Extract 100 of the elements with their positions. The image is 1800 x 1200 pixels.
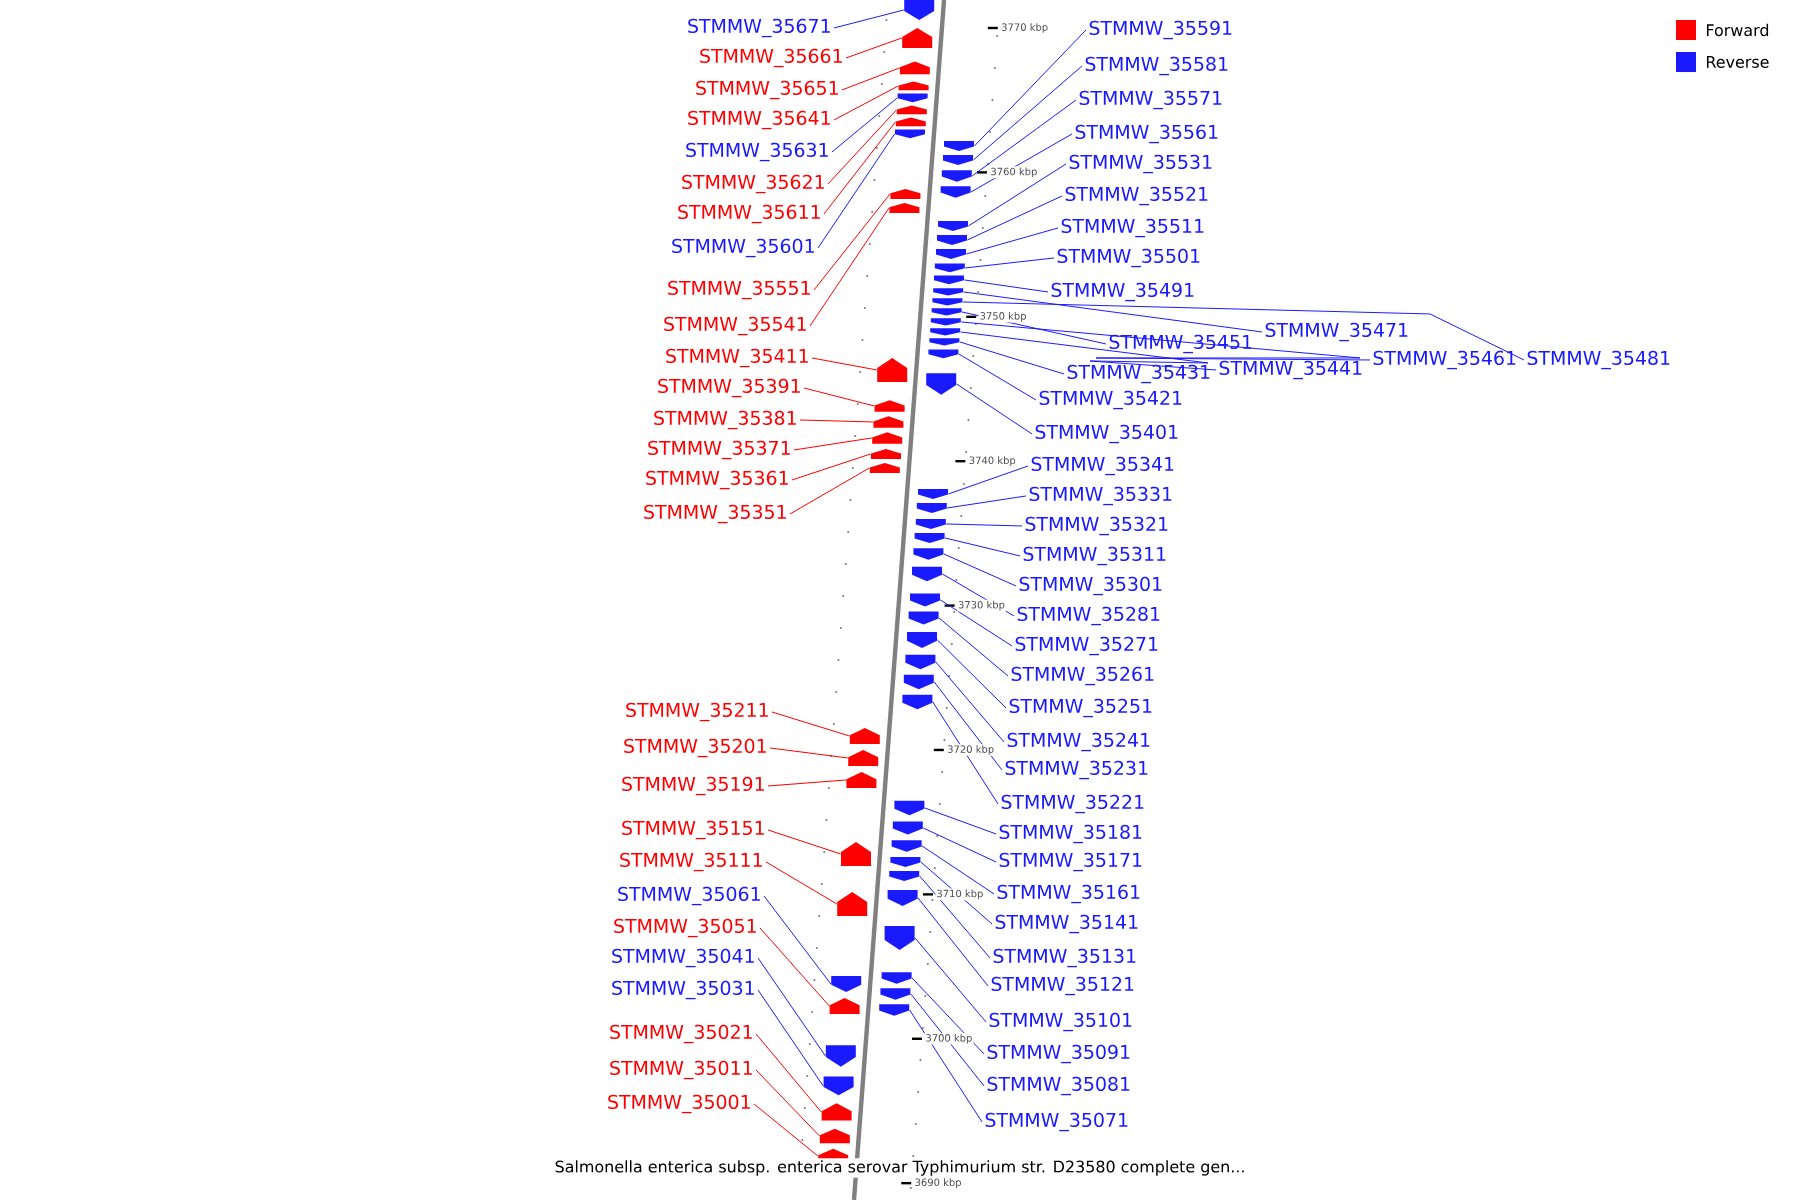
leader-line: [921, 845, 995, 895]
gene-label: STMMW_35101: [989, 1012, 1132, 1032]
gene-block: [941, 170, 972, 182]
gene-block: [904, 0, 935, 20]
gene-block: [823, 1076, 854, 1096]
gene-block: [899, 61, 930, 75]
gene-block: [905, 654, 936, 670]
leader-line: [972, 65, 1083, 161]
gene-block: [936, 248, 966, 259]
gene-label: STMMW_35461: [1373, 350, 1516, 370]
leader-line: [793, 437, 873, 451]
gene-block: [819, 1128, 850, 1144]
gene-label: STMMW_35151: [622, 820, 764, 840]
gene-label: STMMW_35501: [1057, 248, 1200, 268]
leader-line: [809, 207, 890, 327]
gene-block: [871, 448, 901, 459]
gene-block: [879, 1004, 910, 1016]
gene-block: [910, 593, 940, 607]
leader-line: [946, 495, 1027, 509]
gene-label: STMMW_35371: [648, 440, 790, 460]
gene-label: STMMW_35481: [1527, 350, 1670, 370]
leader-line: [965, 227, 1059, 255]
gene-label: STMMW_35361: [646, 470, 788, 490]
leader-line: [827, 109, 897, 185]
gene-label: STMMW_35191: [622, 776, 764, 796]
leader-line: [769, 747, 849, 759]
gene-label: STMMW_35171: [999, 852, 1142, 872]
gene-block: [937, 234, 967, 245]
gene-label: STMMW_35511: [1061, 218, 1204, 238]
gene-block: [931, 308, 962, 316]
gene-label: STMMW_35621: [682, 174, 824, 194]
gene-label: STMMW_35551: [668, 280, 810, 300]
leader-line: [791, 453, 872, 481]
leader-line: [910, 993, 985, 1087]
gene-block: [884, 925, 915, 950]
gene-block: [897, 93, 928, 103]
leader-line: [966, 195, 1063, 241]
leader-line: [767, 779, 847, 787]
gene-label: STMMW_35561: [1075, 124, 1218, 144]
gene-label: STMMW_35331: [1029, 486, 1172, 506]
gene-label: STMMW_35571: [1079, 90, 1222, 110]
gene-block: [869, 462, 900, 473]
leader-line: [759, 927, 830, 1007]
gene-block: [938, 220, 968, 231]
leader-line: [938, 617, 1009, 677]
leader-line: [964, 257, 1055, 269]
gene-block: [849, 727, 880, 744]
leader-line: [919, 875, 991, 959]
gene-label: STMMW_35141: [995, 914, 1138, 934]
gene-label: STMMW_35491: [1051, 282, 1194, 302]
leader-line: [959, 341, 1065, 375]
leader-line: [945, 523, 1023, 527]
gene-block: [837, 891, 868, 916]
gene-label: STMMW_35641: [688, 110, 830, 130]
gene-label: STMMW_35271: [1015, 636, 1158, 656]
gene-label: STMMW_35201: [624, 738, 766, 758]
gene-label: STMMW_35541: [664, 316, 806, 336]
gene-block: [894, 800, 925, 816]
gene-label: STMMW_35241: [1007, 732, 1150, 752]
gene-block: [932, 298, 963, 306]
gene-label: STMMW_35181: [999, 824, 1142, 844]
gene-block: [829, 997, 860, 1014]
leader-line: [943, 553, 1017, 587]
gene-block: [895, 129, 925, 139]
gene-block: [846, 771, 877, 788]
gene-block: [898, 81, 929, 91]
gene-label: STMMW_35021: [610, 1024, 752, 1044]
gene-label: STMMW_35051: [614, 918, 756, 938]
gene-block: [902, 28, 933, 48]
gene-block: [912, 566, 942, 582]
gene-label: STMMW_35601: [672, 238, 814, 258]
leader-line: [956, 383, 1033, 435]
leader-line: [963, 279, 1049, 293]
leader-line: [817, 133, 896, 249]
leader-line: [763, 895, 832, 985]
leader-line: [911, 977, 985, 1055]
gene-block: [913, 548, 944, 560]
gene-block: [933, 288, 964, 296]
leader-line: [771, 711, 850, 737]
gene-label: STMMW_35281: [1017, 606, 1160, 626]
leader-line: [755, 1033, 822, 1113]
gene-block: [831, 975, 862, 992]
leader-line: [845, 37, 903, 59]
gene-block: [908, 611, 939, 625]
gene-block: [916, 502, 947, 513]
leader-line: [914, 937, 987, 1023]
leader-line: [935, 661, 1005, 743]
leader-line: [924, 807, 997, 835]
gene-block: [889, 870, 920, 881]
gene-block: [943, 155, 973, 165]
gene-block: [929, 338, 960, 346]
leader-line: [932, 701, 999, 805]
gene-block: [825, 1045, 856, 1067]
leader-line: [909, 1009, 983, 1123]
gene-block: [934, 275, 964, 285]
leader-line: [973, 29, 1087, 147]
gene-block: [918, 488, 948, 499]
leader-line: [823, 121, 896, 215]
gene-label: STMMW_35581: [1085, 56, 1228, 76]
leader-line: [944, 537, 1021, 557]
